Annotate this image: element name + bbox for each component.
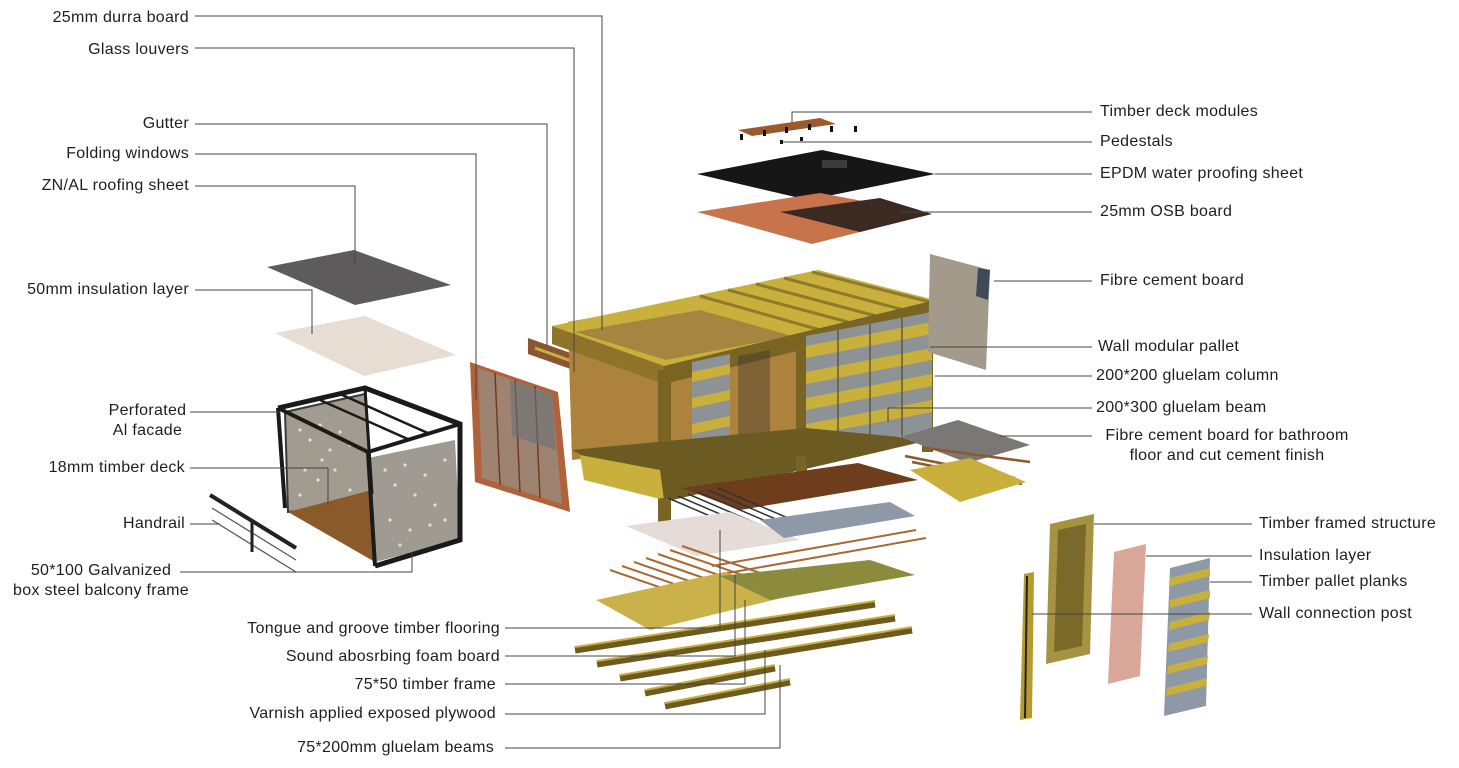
label-fibre-cement-board: Fibre cement board (1100, 272, 1245, 289)
label-insulation-layer-50: 50mm insulation layer (27, 281, 189, 298)
label-balcony-frame: 50*100 Galvanized box steel balcony fram… (6, 561, 196, 601)
label-wall-connection-post: Wall connection post (1259, 605, 1413, 622)
label-roofing-sheet: ZN/AL roofing sheet (41, 177, 189, 194)
label-foam-board: Sound abosrbing foam board (285, 648, 500, 665)
label-bathroom-board-line1: Fibre cement board for bathroom (1105, 427, 1349, 444)
gluelam-column-front-mid (796, 338, 807, 490)
label-perforated-facade: Perforated Al facade (100, 401, 195, 441)
label-bathroom-board: Fibre cement board for bathroom floor an… (1096, 426, 1358, 466)
fibre-cement-board (928, 254, 990, 370)
label-balcony-frame-line1: 50*100 Galvanized (30, 562, 172, 579)
label-osb-board: 25mm OSB board (1100, 203, 1233, 220)
label-handrail: Handrail (123, 515, 185, 532)
label-wall-modular-pallet: Wall modular pallet (1098, 338, 1240, 355)
label-timber-deck-18: 18mm timber deck (48, 459, 185, 476)
balcony-module (276, 385, 463, 569)
wall-assembly (1020, 514, 1210, 720)
zn-al-roofing-sheet (267, 250, 451, 305)
folding-windows-panel (470, 362, 570, 512)
bathroom-fibre-cement-board (900, 420, 1030, 463)
sound-absorbing-foam-board (626, 512, 800, 556)
label-gutter: Gutter (142, 115, 189, 132)
handrail (208, 493, 298, 573)
label-glass-louvers: Glass louvers (88, 41, 189, 58)
label-varnish-plywood: Varnish applied exposed plywood (249, 705, 496, 722)
label-pedestals: Pedestals (1100, 133, 1173, 150)
label-durra-board: 25mm durra board (52, 9, 189, 26)
label-perforated-facade-line2: Al facade (112, 422, 183, 439)
perforated-al-facade (368, 440, 460, 562)
label-tongue-groove: Tongue and groove timber flooring (247, 620, 500, 637)
label-balcony-frame-line2: box steel balcony frame (13, 582, 189, 599)
label-timber-framed-structure: Timber framed structure (1259, 515, 1437, 532)
label-gluelam-beams-75x200: 75*200mm gluelam beams (297, 739, 494, 756)
label-epdm: EPDM water proofing sheet (1100, 165, 1304, 182)
label-bathroom-board-line2: floor and cut cement finish (1129, 447, 1325, 464)
timber-deck-modules (738, 118, 857, 144)
label-timber-deck-modules: Timber deck modules (1100, 103, 1259, 120)
label-folding-windows: Folding windows (66, 145, 189, 162)
label-gluelam-column: 200*200 gluelam column (1096, 367, 1279, 384)
leader-lines (180, 15, 1252, 749)
label-gluelam-beam: 200*300 gluelam beam (1096, 399, 1267, 416)
label-perforated-facade-line1: Perforated (108, 402, 187, 419)
epdm-water-proofing-sheet (697, 150, 935, 200)
exposed-plywood (596, 572, 790, 630)
gluelam-beam-75x200 (574, 600, 876, 654)
insulation-layer-50mm (275, 316, 456, 376)
label-timber-frame-75x50: 75*50 timber frame (354, 676, 496, 693)
varnish-plywood-strip (760, 502, 915, 538)
label-insulation-layer: Insulation layer (1259, 547, 1372, 564)
label-timber-pallet-planks: Timber pallet planks (1259, 573, 1408, 590)
floor-layers (574, 420, 1031, 710)
